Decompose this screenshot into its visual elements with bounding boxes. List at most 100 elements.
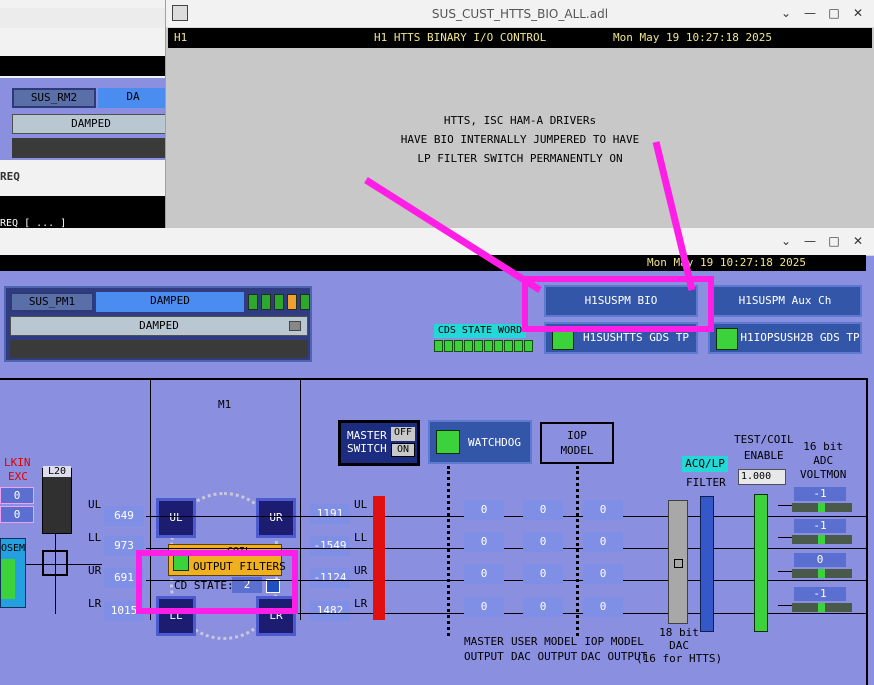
lkin-value-1: 0 (0, 487, 34, 504)
drive-value-ll: -1549 (310, 536, 350, 556)
minimize-icon[interactable]: — (804, 6, 816, 20)
close-icon[interactable]: ✕ (852, 6, 864, 20)
matrix-hline (26, 564, 102, 565)
related-display-icon[interactable] (266, 579, 280, 593)
bio-header-left: H1 (174, 31, 188, 44)
app-icon (172, 5, 188, 21)
exc-label: EXC (8, 470, 28, 483)
voltmon-value-4: -1 (794, 587, 846, 601)
maximize-icon[interactable]: □ (828, 234, 840, 248)
dac-value-c1-r3: 0 (464, 564, 504, 584)
voltmon-value-1: -1 (794, 487, 846, 501)
maximize-icon[interactable]: □ (828, 6, 840, 20)
input-value-ll: 973 (104, 536, 144, 556)
user-model-dac-label: USER MODEL DAC OUTPUT (511, 635, 578, 663)
iop-model-label: IOP MODEL (560, 429, 594, 457)
dof-label-ur-left: UR (88, 564, 102, 577)
quad-ll[interactable]: LL (156, 596, 196, 636)
bg-dark-bar (0, 196, 170, 230)
voltmon-connector (778, 605, 794, 606)
watchdog-label: WATCHDOG (468, 436, 521, 449)
drive-value-ul: 1191 (310, 504, 350, 524)
bg-state-menu[interactable]: DAMPED (12, 114, 170, 134)
background-window: SUS_RM2 DA DAMPED REQ REQ [ ... ] (0, 0, 170, 230)
bio-control-window: SUS_CUST_HTTS_BIO_ALL.adl ⌄ — □ ✕ H1 H1 … (165, 0, 874, 230)
master-switch[interactable]: MASTER SWITCH OFF ON (338, 420, 420, 466)
notice-line-2: HAVE BIO INTERNALLY JUMPERED TO HAVE (400, 133, 640, 146)
quad-ul[interactable]: UL (156, 498, 196, 538)
osem-box: OSEM (0, 538, 26, 608)
osem-label: OSEM (1, 543, 26, 554)
state-field: DAMPED (96, 292, 244, 312)
dof-label-ll-left: LL (88, 531, 102, 544)
master-off-button[interactable]: OFF (391, 427, 415, 441)
voltmon-connector (778, 537, 794, 538)
dof-label-lr-left: LR (88, 597, 102, 610)
acq-lp-label: ACQ/LP (682, 456, 728, 472)
dac-value-c1-r4: 0 (464, 597, 504, 617)
status-led-4 (287, 294, 297, 310)
iop-gds-tp-led (716, 328, 738, 350)
l20-label: L20 (43, 466, 71, 477)
signal-line-ur (146, 580, 866, 581)
dof-label-lr-right: LR (354, 597, 368, 610)
matrix-vline (55, 534, 56, 614)
minimize-icon[interactable]: — (804, 234, 816, 248)
bg-sus-button[interactable]: SUS_RM2 (12, 88, 96, 108)
iop-model-dac-label: IOP MODEL DAC OUTPUT (581, 635, 648, 663)
cds-state-word-label: CDS STATE WORD (434, 324, 526, 338)
dac-value-c2-r3: 0 (523, 564, 563, 584)
filter-label: FILTER (686, 476, 726, 489)
voltmon-connector (778, 505, 794, 506)
dac-value-c1-r1: 0 (464, 500, 504, 520)
master-on-button[interactable]: ON (391, 443, 415, 457)
cd-state-value: 2 (232, 577, 262, 593)
l20-matrix[interactable]: L20 (42, 466, 72, 534)
guardian-panel: SUS_PM1 DAMPED DAMPED (4, 286, 312, 362)
acq-lp-filter-bar (700, 496, 714, 632)
dac-value-c2-r2: 0 (523, 532, 563, 552)
close-icon[interactable]: ✕ (852, 234, 864, 248)
schematic-frame (0, 378, 868, 685)
lkin-value-2: 0 (0, 506, 34, 523)
bio-window-title: SUS_CUST_HTTS_BIO_ALL.adl (431, 7, 609, 21)
dac-block[interactable] (668, 500, 688, 624)
watchdog-button[interactable]: WATCHDOG (428, 420, 532, 464)
bio-window-titlebar: SUS_CUST_HTTS_BIO_ALL.adl ⌄ — □ ✕ (166, 0, 874, 28)
voltmon-connector (778, 571, 794, 572)
dof-label-ur-right: UR (354, 564, 368, 577)
drive-value-lr: 1482 (310, 601, 350, 621)
iop-gds-tp-button[interactable]: H1IOPSUSH2B GDS TP (708, 322, 862, 354)
bio-header-right: Mon May 19 10:27:18 2025 (613, 31, 772, 44)
test-coil-input[interactable]: 1.000 (738, 469, 786, 485)
dac-value-c3-r3: 0 (583, 564, 623, 584)
signal-line-lr (146, 613, 866, 614)
state-menu[interactable]: DAMPED (10, 316, 308, 336)
m1-label: M1 (218, 398, 232, 411)
test-coil-enable-label: TEST/COIL ENABLE (734, 433, 794, 462)
guardian-status-bar (10, 340, 308, 358)
voltmon-value-3: 0 (794, 553, 846, 567)
chevron-down-icon[interactable]: ⌄ (780, 6, 792, 20)
status-led-1 (248, 294, 258, 310)
annotation-box-bio (522, 276, 714, 332)
dac-value-c3-r2: 0 (583, 532, 623, 552)
lkin-label: LKIN (4, 456, 31, 469)
dof-label-ul-left: UL (88, 498, 102, 511)
sus-pm1-window: ⌄ — □ ✕ Mon May 19 10:27:18 2025 SUS_PM1… (0, 228, 874, 685)
voltmon-value-2: -1 (794, 519, 846, 533)
sus-pm1-button[interactable]: SUS_PM1 (10, 292, 94, 312)
notice-line-3: LP FILTER SWITCH PERMANENTLY ON (417, 152, 623, 165)
dac-value-c3-r1: 0 (583, 500, 623, 520)
input-value-ul: 649 (104, 506, 144, 526)
suspm-aux-button[interactable]: H1SUSPM Aux Ch (708, 285, 862, 317)
bg-header-bar (0, 56, 170, 76)
quad-lr[interactable]: LR (256, 596, 296, 636)
watchdog-led (436, 430, 460, 454)
chevron-down-icon[interactable]: ⌄ (780, 234, 792, 248)
m1-divider-left (150, 380, 151, 620)
quad-ur[interactable]: UR (256, 498, 296, 538)
drive-value-ur: -1124 (310, 568, 350, 588)
main-header-bar: Mon May 19 10:27:18 2025 (0, 255, 866, 271)
dac-value-c1-r2: 0 (464, 532, 504, 552)
